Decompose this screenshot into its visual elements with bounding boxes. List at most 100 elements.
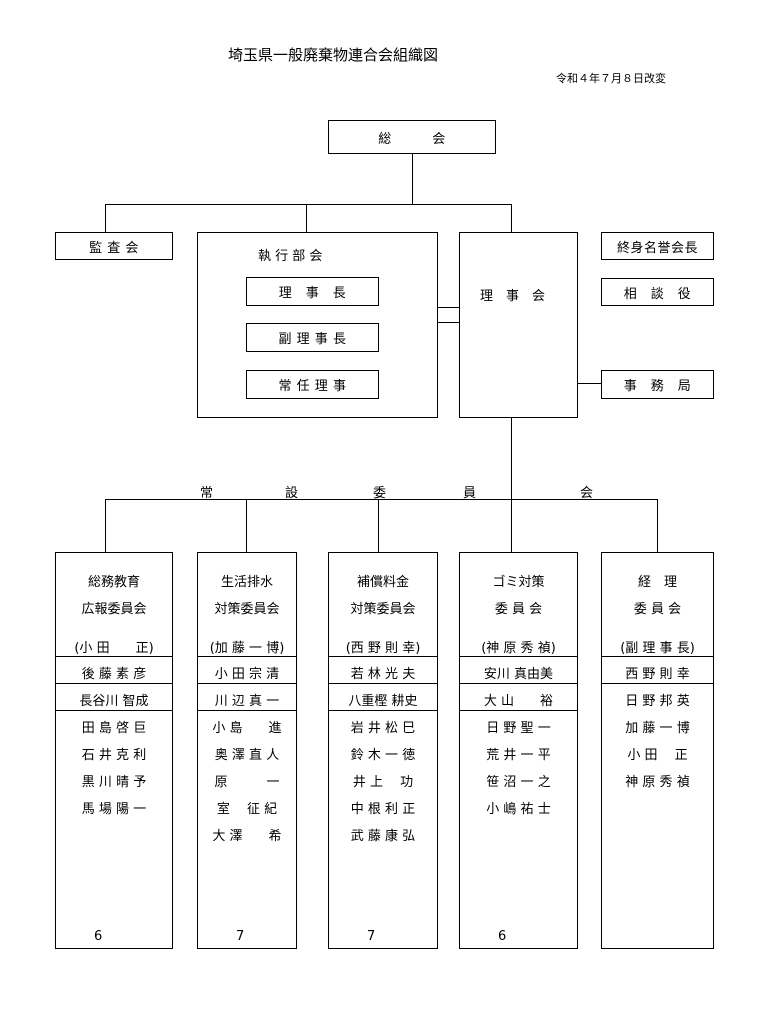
divider <box>602 683 713 684</box>
committee-vice: 後 藤 素 彦 <box>81 667 147 682</box>
committee-box: 総務教育 広報委員会 (小 田 正) 後 藤 素 彦 長谷川 智成 田 島 啓 … <box>55 552 173 949</box>
committee-count: 7 <box>236 929 245 944</box>
audit-label: 監 査 会 <box>89 240 139 256</box>
committee-title: 広報委員会 <box>81 602 147 617</box>
divider <box>602 656 713 657</box>
committee-member: 笹 沼 一 之 <box>486 775 551 790</box>
page-title: 埼玉県一般廃棄物連合会組織図 <box>228 46 439 64</box>
executive-member: 常 任 理 事 <box>246 370 379 399</box>
divider <box>56 710 172 711</box>
executive-label: 執 行 部 会 <box>258 249 323 264</box>
committee-title: 対策委員会 <box>350 602 416 617</box>
advisor-box: 相 談 役 <box>601 278 714 306</box>
committee-vice: 大 山 裕 <box>483 694 554 709</box>
board-label: 理 事 会 <box>480 289 546 304</box>
committee-member: 中 根 利 正 <box>350 802 416 817</box>
honorary-president-box: 終身名誉会長 <box>601 232 714 260</box>
connector <box>306 204 307 232</box>
committee-vice: 八重樫 耕史 <box>348 694 418 709</box>
committee-box: ゴミ対策 委 員 会 (神 原 秀 禎) 安川 真由美 大 山 裕 日 野 聖 … <box>459 552 578 949</box>
divider <box>460 683 577 684</box>
committee-member: 黒 川 晴 予 <box>81 775 147 790</box>
committee-chair: (副 理 事 長) <box>620 641 695 656</box>
connector <box>105 499 106 553</box>
committee-title: 委 員 会 <box>494 602 543 617</box>
divider <box>460 656 577 657</box>
divider <box>329 656 437 657</box>
audit-box: 監 査 会 <box>55 232 173 260</box>
committee-count: 7 <box>367 929 376 944</box>
connector <box>657 499 658 553</box>
committee-vice: 長谷川 智成 <box>79 694 149 709</box>
committee-box: 生活排水 対策委員会 (加 藤 一 博) 小 田 宗 清 川 辺 真 一 小 島… <box>197 552 297 949</box>
connector <box>105 499 657 500</box>
committee-title: 生活排水 <box>220 575 273 590</box>
committee-chair: (小 田 正) <box>74 641 154 656</box>
committee-chair: (西 野 則 幸) <box>345 641 421 656</box>
committee-member: 小 嶋 祐 士 <box>486 802 551 817</box>
committee-member: 小 田 正 <box>627 748 688 763</box>
connector <box>511 204 512 232</box>
committee-title: 補償料金 <box>356 575 409 590</box>
connector <box>437 322 459 323</box>
connector <box>437 307 459 308</box>
connector <box>246 499 247 553</box>
committee-box: 経 理 委 員 会 (副 理 事 長) 西 野 則 幸 日 野 邦 英 加 藤 … <box>601 552 714 949</box>
committee-member: 岩 井 松 巳 <box>350 721 416 736</box>
connector <box>105 204 511 205</box>
connector <box>378 499 379 553</box>
general-assembly-box: 総 会 <box>328 120 496 154</box>
committee-vice: 若 林 光 夫 <box>350 667 416 682</box>
executive-member: 副 理 事 長 <box>246 323 379 352</box>
committee-vice: 小 田 宗 清 <box>214 667 280 682</box>
standing-committee-char: 設 <box>285 486 299 501</box>
committee-vice: 西 野 則 幸 <box>625 667 690 682</box>
committee-count: 6 <box>94 929 103 944</box>
divider <box>329 710 437 711</box>
connector <box>412 153 413 204</box>
secretariat-box: 事 務 局 <box>601 370 714 399</box>
committee-title: 経 理 <box>637 575 677 590</box>
general-assembly-label: 総 会 <box>378 131 446 147</box>
committee-member: 馬 場 陽 一 <box>81 802 147 817</box>
divider <box>56 656 172 657</box>
connector <box>577 383 601 384</box>
committee-member: 井 上 功 <box>352 775 414 790</box>
committee-member: 武 藤 康 弘 <box>350 829 416 844</box>
standing-committee-char: 常 <box>200 486 214 501</box>
committee-member: 石 井 克 利 <box>81 748 147 763</box>
standing-committee-char: 委 <box>373 486 387 501</box>
committee-member: 加 藤 一 博 <box>625 721 690 736</box>
committee-count: 6 <box>498 929 507 944</box>
committee-title: ゴミ対策 <box>492 575 545 590</box>
committee-vice: 川 辺 真 一 <box>214 694 280 709</box>
divider <box>198 656 296 657</box>
committee-vice: 安川 真由美 <box>483 667 554 682</box>
standing-committee-char: 員 <box>463 486 477 501</box>
divider <box>56 683 172 684</box>
committee-chair: (加 藤 一 博) <box>209 641 285 656</box>
board-box: 理 事 会 <box>459 232 578 418</box>
committee-title: 委 員 会 <box>633 602 682 617</box>
committee-box: 補償料金 対策委員会 (西 野 則 幸) 若 林 光 夫 八重樫 耕史 岩 井 … <box>328 552 438 949</box>
divider <box>460 710 577 711</box>
revision-date: 令和４年７月８日改変 <box>556 72 666 85</box>
committee-member: 原 一 <box>214 775 280 790</box>
committee-member: 日 野 邦 英 <box>625 694 690 709</box>
connector <box>105 204 106 232</box>
connector <box>511 417 512 553</box>
committee-member: 田 島 啓 巨 <box>81 721 147 736</box>
committee-member: 荒 井 一 平 <box>486 748 551 763</box>
committee-member: 大 澤 希 <box>212 829 282 844</box>
committee-title: 総務教育 <box>87 575 140 590</box>
committee-member: 神 原 秀 禎 <box>625 775 690 790</box>
standing-committee-char: 会 <box>580 486 594 501</box>
executive-member: 理 事 長 <box>246 277 379 306</box>
committee-member: 小 島 進 <box>212 721 282 736</box>
committee-chair: (神 原 秀 禎) <box>481 641 556 656</box>
committee-member: 鈴 木 一 徳 <box>350 748 416 763</box>
committee-title: 対策委員会 <box>214 602 280 617</box>
committee-member: 奥 澤 直 人 <box>214 748 280 763</box>
committee-member: 日 野 聖 一 <box>486 721 551 736</box>
committee-member: 室 征 紀 <box>216 802 278 817</box>
